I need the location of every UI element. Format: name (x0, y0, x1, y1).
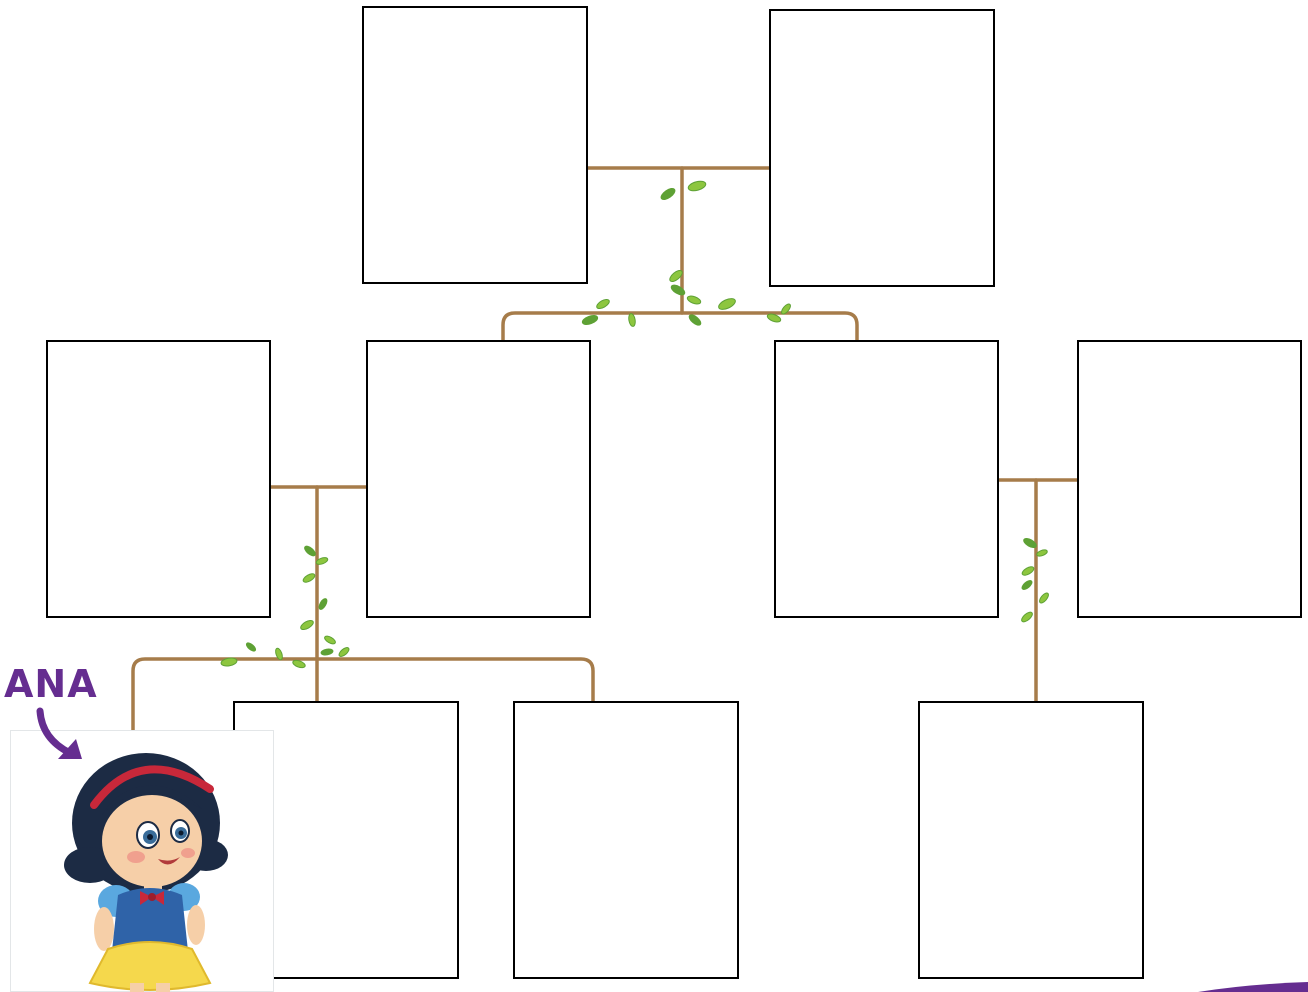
vine-leaf-icon (292, 659, 306, 669)
vine-leaf-icon (315, 557, 329, 565)
child-box-middle[interactable] (513, 701, 739, 979)
vine-leaf-icon (766, 313, 782, 323)
vine-leaf-icon (628, 313, 636, 327)
vine-leaf-icon (596, 298, 610, 310)
parent-box-far-right[interactable] (1077, 340, 1302, 618)
vine-leaf-icon (581, 314, 599, 326)
grandparent-box-left[interactable] (362, 6, 588, 284)
child-box-right[interactable] (918, 701, 1144, 979)
curved-arrow-icon (36, 707, 82, 759)
vine-leaf-icon (686, 295, 702, 305)
parent-box-left[interactable] (366, 340, 591, 618)
vine-leaf-icon (688, 314, 702, 326)
vine-leaf-icon (304, 545, 316, 557)
vine-leaf-icon (320, 648, 334, 656)
vine-leaves (220, 180, 1049, 669)
vine-leaf-icon (1023, 537, 1037, 549)
vine-leaf-icon (718, 298, 736, 310)
vine-leaf-icon (245, 642, 257, 652)
corner-accent-stripe (1198, 982, 1308, 992)
vine-leaf-icon (1021, 566, 1035, 576)
grandparent-box-right[interactable] (769, 9, 995, 287)
vine-leaf-icon (302, 573, 316, 583)
sibling-bar-gen3 (131, 657, 595, 760)
vine-leaf-icon (220, 657, 238, 667)
vine-leaf-icon (687, 180, 707, 192)
vine-leaf-icon (1039, 592, 1049, 604)
vine-leaf-icon (670, 284, 686, 296)
vine-leaf-icon (660, 187, 676, 201)
vine-leaf-icon (669, 269, 683, 283)
vine-leaf-icon (300, 619, 314, 631)
parent-box-far-left[interactable] (46, 340, 271, 618)
vine-leaf-icon (1021, 580, 1033, 590)
vine-leaf-icon (781, 303, 791, 315)
vine-leaf-icon (338, 647, 350, 657)
vine-leaf-icon (275, 647, 283, 661)
vine-leaf-icon (318, 598, 328, 610)
vine-leaf-icon (1036, 549, 1048, 557)
vine-leaf-icon (324, 635, 336, 645)
parent-box-right[interactable] (774, 340, 999, 618)
child-name-label: ANA (4, 662, 98, 706)
girl-illustration (64, 753, 228, 992)
vine-leaf-icon (1021, 611, 1033, 623)
sibling-bar-gen2 (501, 311, 859, 342)
